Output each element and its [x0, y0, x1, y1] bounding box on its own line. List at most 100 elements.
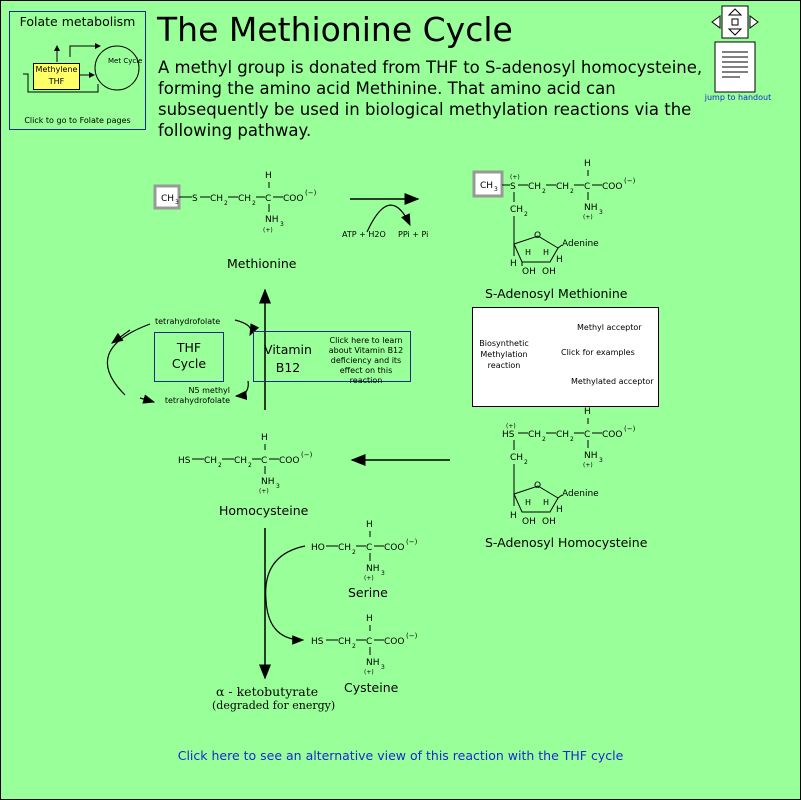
svg-text:H: H — [543, 248, 549, 257]
svg-text:H: H — [584, 407, 591, 417]
thf-cycle-label: THF Cycle — [171, 340, 207, 371]
svg-text:NH: NH — [366, 658, 380, 668]
svg-text:H: H — [510, 259, 517, 269]
methylated-acceptor-label: Methylated acceptor — [571, 377, 654, 386]
thf-cycle-button[interactable]: THF Cycle — [154, 332, 224, 382]
svg-text:CH: CH — [234, 456, 247, 466]
methylation-examples-button[interactable]: Biosynthetic Methylation reaction Methyl… — [472, 307, 659, 407]
tetrahydrofolate-label: tetrahydrofolate — [155, 317, 221, 326]
svg-text:2: 2 — [524, 211, 528, 218]
svg-text:(+): (+) — [510, 174, 520, 181]
svg-text:H: H — [265, 171, 272, 181]
n5-methyl-thf-label: N5 methyl tetrahydrofolate — [164, 386, 230, 405]
svg-text:Adenine: Adenine — [562, 489, 599, 499]
methyl-acceptor-label: Methyl acceptor — [577, 323, 642, 332]
svg-text:CH: CH — [161, 194, 174, 204]
svg-text:H: H — [584, 159, 591, 169]
svg-text:C: C — [584, 430, 590, 440]
svg-text:C: C — [261, 456, 267, 466]
svg-text:C: C — [584, 182, 590, 192]
svg-text:O: O — [534, 231, 541, 241]
svg-text:H: H — [525, 248, 531, 257]
svg-text:COO: COO — [602, 430, 622, 440]
methylene-thf-label: Methylene THF — [33, 63, 80, 90]
svg-text:CH: CH — [510, 453, 523, 463]
svg-text:S: S — [510, 182, 516, 192]
svg-text:OH: OH — [522, 267, 536, 277]
vitamin-b12-text: Click here to learn about Vitamin B12 de… — [328, 336, 404, 385]
svg-text:2: 2 — [524, 459, 528, 466]
folate-metabolism-button[interactable]: Folate metabolism Met Cycle Methylene TH… — [9, 11, 146, 130]
svg-text:OH: OH — [542, 517, 556, 527]
svg-text:CH: CH — [556, 182, 569, 192]
svg-text:3: 3 — [175, 199, 179, 206]
svg-text:NH: NH — [265, 215, 279, 225]
svg-text:(−): (−) — [406, 538, 418, 546]
svg-text:HS: HS — [311, 637, 324, 647]
svg-text:COO: COO — [602, 182, 622, 192]
svg-text:2: 2 — [352, 549, 356, 556]
svg-text:2: 2 — [570, 436, 574, 443]
ppi-pi-label: PPi + Pi — [398, 230, 429, 239]
atp-water-label: ATP + H2O — [342, 230, 386, 239]
svg-text:3: 3 — [381, 570, 385, 577]
serine-to-cysteine-curved-arrow — [265, 545, 306, 645]
svg-text:S: S — [192, 194, 198, 204]
cysteine-label: Cysteine — [344, 680, 399, 695]
svg-text:H: H — [543, 498, 549, 507]
svg-text:2: 2 — [248, 462, 252, 469]
svg-text:NH: NH — [366, 564, 380, 574]
svg-text:(+): (+) — [364, 669, 374, 676]
ketobutyrate-note: (degraded for energy) — [212, 699, 336, 712]
met-cycle-label: Met Cycle — [108, 57, 143, 65]
svg-text:H: H — [510, 511, 517, 521]
handout-link[interactable]: jump to handout — [704, 93, 772, 102]
svg-text:(−): (−) — [406, 632, 418, 640]
homocysteine-label: Homocysteine — [219, 503, 309, 518]
folate-pages-link[interactable]: Click to go to Folate pages — [24, 116, 131, 125]
svg-text:CH: CH — [556, 430, 569, 440]
svg-text:2: 2 — [218, 462, 222, 469]
svg-text:HO: HO — [311, 543, 325, 553]
svg-text:CH: CH — [480, 181, 493, 191]
svg-text:3: 3 — [276, 483, 280, 490]
svg-text:C: C — [265, 194, 271, 204]
svg-text:CH: CH — [528, 182, 541, 192]
svg-text:(−): (−) — [305, 189, 317, 197]
svg-text:COO: COO — [279, 456, 299, 466]
svg-text:H: H — [261, 433, 268, 443]
alternative-view-link[interactable]: Click here to see an alternative view of… — [177, 748, 624, 763]
svg-text:2: 2 — [224, 200, 228, 207]
svg-text:CH: CH — [510, 205, 523, 215]
handout-icon[interactable] — [710, 5, 760, 93]
vitamin-b12-button[interactable]: Vitamin B12 Click here to learn about Vi… — [253, 331, 411, 385]
svg-text:(−): (−) — [624, 177, 636, 185]
click-for-examples-label[interactable]: Click for examples — [561, 348, 635, 357]
svg-text:2: 2 — [570, 188, 574, 195]
methionine-label: Methionine — [227, 256, 297, 271]
folate-mini-diagram — [23, 43, 140, 93]
vitamin-b12-label: Vitamin B12 — [264, 342, 312, 375]
svg-text:CH: CH — [204, 456, 217, 466]
svg-text:COO: COO — [384, 637, 404, 647]
svg-text:(+): (+) — [263, 227, 273, 234]
svg-text:CH: CH — [238, 194, 251, 204]
svg-text:C: C — [366, 637, 372, 647]
svg-text:(−): (−) — [301, 451, 313, 459]
svg-text:C: C — [366, 543, 372, 553]
svg-text:NH: NH — [261, 477, 275, 487]
svg-text:CH: CH — [338, 637, 351, 647]
svg-text:CH: CH — [210, 194, 223, 204]
svg-text:CH: CH — [338, 543, 351, 553]
svg-text:OH: OH — [542, 267, 556, 277]
svg-text:H: H — [556, 505, 563, 515]
methylation-reaction-label: Biosynthetic Methylation reaction — [479, 339, 529, 370]
thf-cycle-left-arc — [106, 323, 151, 396]
svg-text:(+): (+) — [583, 462, 593, 469]
